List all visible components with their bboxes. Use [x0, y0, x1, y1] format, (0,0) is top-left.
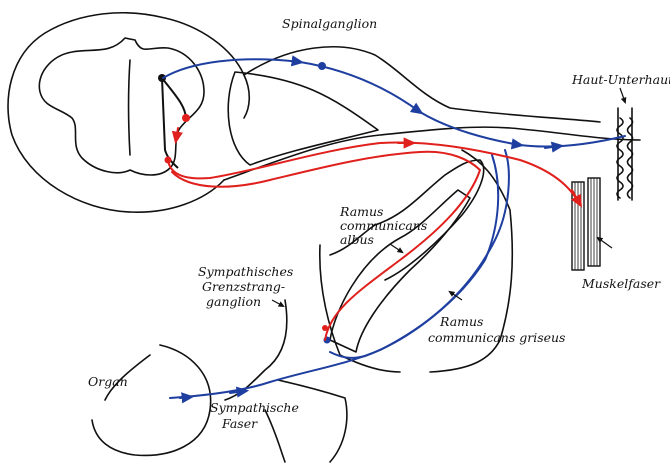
label-sympathisches-line2: Grenzstrang-: [202, 279, 285, 294]
sympathisches-pointer: [272, 300, 283, 306]
sympathetic-lower-outline: [278, 380, 347, 462]
motor-fiber-main: [168, 142, 580, 205]
spinal-cord-outline-lower: [130, 180, 224, 212]
grey-matter-commissure: [129, 60, 131, 155]
label-ramus-albus: Ramus communicans albus: [339, 204, 431, 247]
label-spinalganglion: Spinalganglion: [282, 16, 377, 31]
label-ramus-albus-line1: Ramus: [339, 204, 383, 219]
organ-stem-outline: [265, 410, 285, 462]
label-organ: Organ: [88, 374, 128, 389]
label-muskelfaser: Muskelfaser: [581, 276, 661, 291]
motor-neuron-soma-2: [165, 157, 172, 164]
label-sympathisches-line3: ganglion: [206, 294, 261, 309]
label-haut-unterhaut: Haut-Unterhaut: [571, 72, 670, 87]
label-sympathische-faser: Sympathische Faser: [210, 400, 303, 431]
label-sympathisches-line1: Sympathisches: [198, 264, 293, 279]
muscle-fibers: [572, 178, 600, 270]
label-ramus-albus-line3: albus: [340, 232, 374, 247]
label-ramus-griseus-line2: communicans griseus: [428, 330, 565, 345]
grey-matter-outline: [39, 38, 204, 175]
motor-neuron-soma: [182, 114, 190, 122]
interneuron-branch: [162, 78, 186, 118]
label-sympathische-faser-line1: Sympathische: [210, 400, 299, 415]
label-ramus-albus-line2: communicans: [340, 218, 427, 233]
sympathetic-chain-outline: [225, 300, 287, 400]
albus-pointer: [390, 244, 402, 252]
label-ramus-griseus-line1: Ramus: [439, 314, 483, 329]
organ-outline: [92, 345, 211, 455]
sensory-arrow-3: [180, 397, 190, 398]
label-sympathische-faser-line2: Faser: [221, 416, 258, 431]
motor-arrow-2: [572, 190, 580, 204]
spinal-ganglion-cell: [318, 62, 326, 70]
haut-pointer: [620, 88, 625, 102]
label-ramus-griseus: Ramus communicans griseus: [428, 314, 565, 345]
preganglionic-terminal: [322, 325, 328, 331]
label-sympathisches: Sympathisches Grenzstrang- ganglion: [198, 264, 297, 309]
ganglion-inner-outline: [228, 72, 378, 165]
motor-arrow-3: [176, 128, 178, 140]
